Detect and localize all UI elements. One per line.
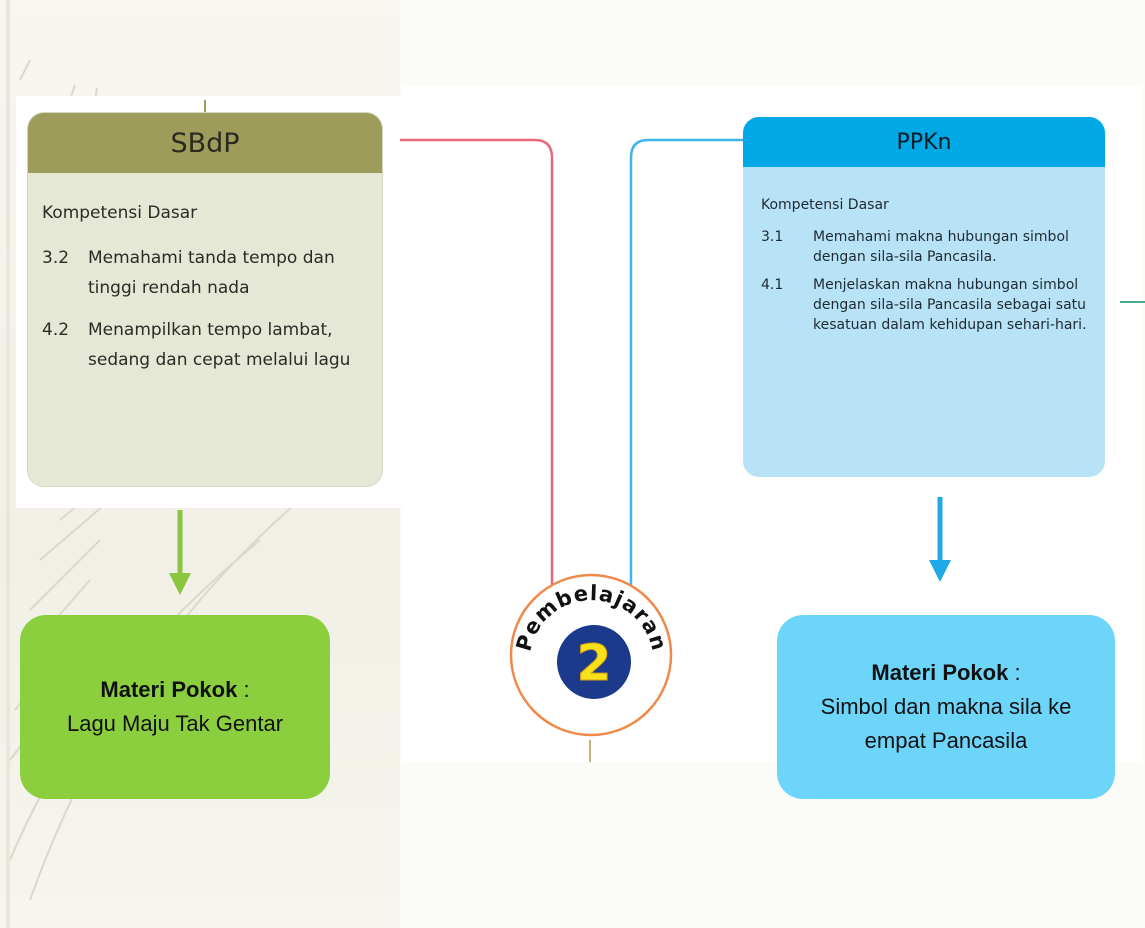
kd-text: Memahami tanda tempo dan tinggi rendah n… [88, 248, 335, 298]
sbdp-title: SBdP [28, 113, 382, 173]
ppkn-body: Kompetensi Dasar 3.1 Memahami makna hubu… [743, 167, 1105, 335]
arrow-down-blue-icon [929, 497, 951, 582]
materi-text: Lagu Maju Tak Gentar [66, 711, 284, 736]
kd-number: 4.2 [42, 320, 70, 340]
kd-number: 4.1 [761, 277, 784, 293]
materi-text: Simbol dan makna sila ke empat Pancasila [820, 694, 1072, 753]
materi-heading: Materi Pokok : [871, 656, 1020, 690]
ppkn-kd-item: 3.1 Memahami makna hubungan simbol denga… [761, 227, 1091, 267]
materi-label: Materi Pokok [871, 660, 1009, 685]
badge-number: 2 [577, 634, 612, 692]
sbdp-card: SBdP Kompetensi Dasar 3.2 Memahami tanda… [28, 113, 382, 486]
connector-red [400, 138, 554, 588]
ppkn-card: PPKn Kompetensi Dasar 3.1 Memahami makna… [743, 117, 1105, 477]
sbdp-kd-item: 3.2 Memahami tanda tempo dan tinggi rend… [42, 243, 368, 303]
sbdp-materi-box: Materi Pokok : Lagu Maju Tak Gentar [20, 615, 330, 799]
kd-text: Menampilkan tempo lambat, sedang dan cep… [88, 320, 351, 370]
materi-label: Materi Pokok [100, 677, 238, 702]
sbdp-kd-heading: Kompetensi Dasar [42, 203, 198, 223]
ppkn-kd-item: 4.1 Menjelaskan makna hubungan simbol de… [761, 275, 1091, 335]
arrow-down-green-icon [169, 510, 191, 595]
badge-center [557, 625, 631, 699]
materi-colon: : [237, 677, 250, 702]
ppkn-kd-heading: Kompetensi Dasar [761, 197, 889, 213]
kd-text: Memahami makna hubungan simbol dengan si… [813, 229, 1069, 265]
sbdp-body: Kompetensi Dasar 3.2 Memahami tanda temp… [28, 173, 382, 375]
pembelajaran-badge: Pembelajaran 2 [509, 573, 673, 737]
materi-heading: Materi Pokok : [100, 673, 249, 707]
left-edge-strip [6, 0, 10, 928]
connector-blue [629, 138, 746, 588]
kd-number: 3.2 [42, 248, 70, 268]
kd-text: Menjelaskan makna hubungan simbol dengan… [813, 277, 1087, 333]
materi-colon: : [1008, 660, 1021, 685]
sbdp-kd-item: 4.2 Menampilkan tempo lambat, sedang dan… [42, 315, 368, 375]
kd-number: 3.1 [761, 229, 784, 245]
ppkn-materi-box: Materi Pokok : Simbol dan makna sila ke … [777, 615, 1115, 799]
ppkn-title: PPKn [743, 117, 1105, 167]
